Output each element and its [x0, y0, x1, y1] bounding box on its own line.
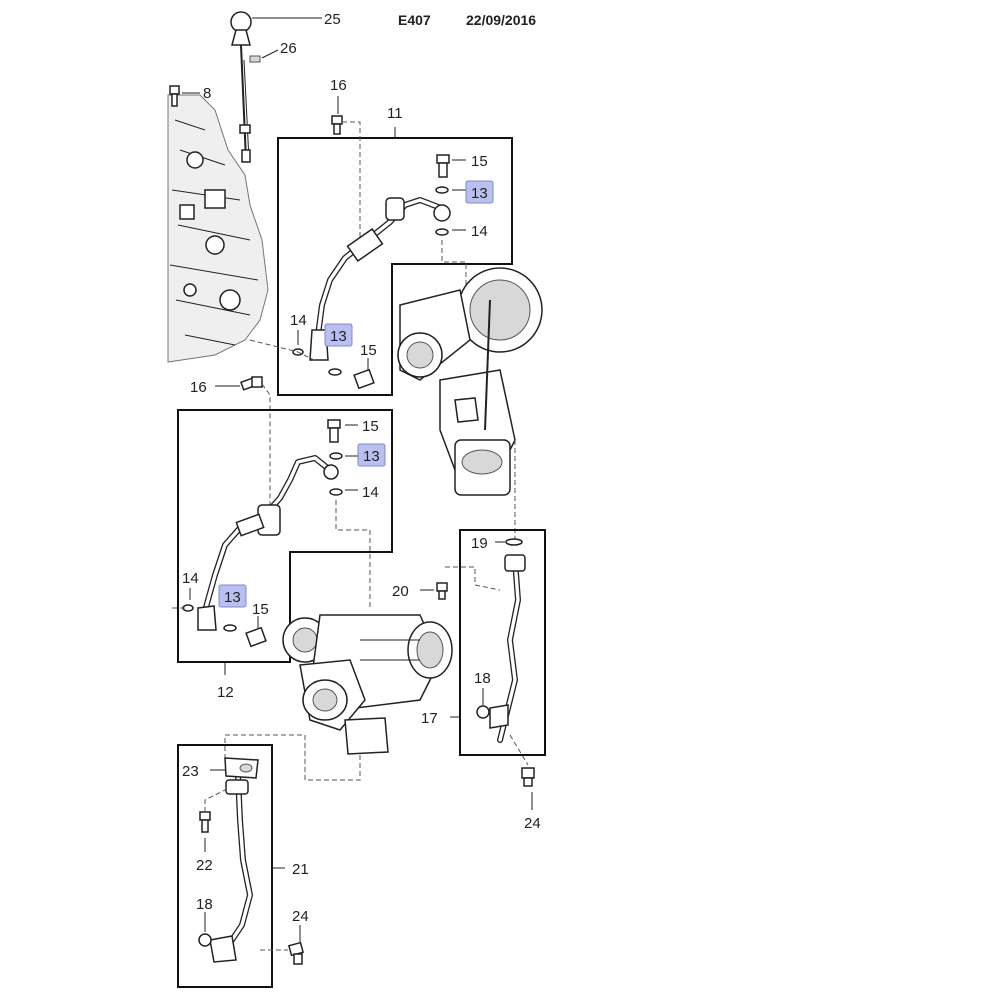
- bolt-15-box12-top: [327, 419, 341, 443]
- callout-20: 20: [392, 583, 409, 600]
- bolt-15-box12-bottom: [245, 626, 267, 648]
- highlight-13-a: [465, 180, 494, 204]
- bolt-8: [169, 85, 180, 107]
- callout-8: 8: [203, 85, 211, 102]
- bolt-22: [199, 811, 211, 833]
- callout-23: 23: [182, 763, 199, 780]
- washer-14-box11-top: [435, 228, 449, 236]
- callout-13-a: 13: [471, 185, 488, 202]
- oil-feed-pipe-11: [309, 197, 451, 361]
- turbocharger-upper: [397, 267, 543, 496]
- callout-25: 25: [324, 11, 341, 28]
- washer-14-box12-top: [329, 488, 343, 496]
- gasket-18-lower: [198, 933, 212, 947]
- callout-11: 11: [387, 105, 403, 122]
- callout-16-lower: 16: [190, 379, 207, 396]
- engine-block: [167, 94, 269, 363]
- group-box-17: [459, 529, 546, 756]
- oil-feed-pipe-12: [197, 455, 339, 631]
- callout-15-c: 15: [362, 418, 379, 435]
- diagram-code: E407: [398, 12, 431, 28]
- group-box-11: [277, 137, 513, 396]
- washer-13-box11-bottom: [328, 368, 342, 376]
- callout-14-a: 14: [471, 223, 488, 240]
- callout-14-c: 14: [362, 484, 379, 501]
- callout-21: 21: [292, 861, 309, 878]
- highlight-13-b: [324, 323, 353, 347]
- callout-18-lower: 18: [196, 896, 213, 913]
- group-box-21: [177, 744, 273, 988]
- washer-13-box12-bottom: [223, 624, 237, 632]
- highlight-13-d: [218, 584, 247, 608]
- dipstick: [230, 11, 252, 163]
- callout-18-right: 18: [474, 670, 491, 687]
- highlight-13-c: [357, 443, 386, 467]
- oil-return-pipe-21: [209, 757, 259, 963]
- bolt-16-lower: [240, 376, 263, 391]
- bolt-15-box11-top: [436, 154, 450, 178]
- callout-15-d: 15: [252, 601, 269, 618]
- callout-15-a: 15: [471, 153, 488, 170]
- callout-24-lower: 24: [292, 908, 309, 925]
- screw-26: [249, 55, 261, 63]
- group-box-12: [177, 409, 393, 663]
- bolt-15-box11-bottom: [353, 368, 375, 390]
- callout-13-d: 13: [224, 589, 241, 606]
- callout-13-b: 13: [330, 328, 347, 345]
- gasket-18-right: [476, 705, 490, 719]
- callout-15-b: 15: [360, 342, 377, 359]
- callout-16-top: 16: [330, 77, 347, 94]
- callout-26: 26: [280, 40, 297, 57]
- bolt-24-lower: [287, 941, 305, 965]
- callout-19: 19: [471, 535, 488, 552]
- oil-return-pipe-17: [489, 538, 526, 743]
- callout-13-c: 13: [363, 448, 380, 465]
- callout-24-right: 24: [524, 815, 541, 832]
- callout-17: 17: [421, 710, 438, 727]
- diagram-date: 22/09/2016: [466, 12, 537, 28]
- washer-13-box12-top: [329, 452, 343, 460]
- callout-12: 12: [217, 684, 234, 701]
- bolt-24-right: [521, 767, 535, 787]
- washer-13-box11-top: [435, 186, 449, 194]
- callout-14-b: 14: [290, 312, 307, 329]
- bolt-16-top: [331, 115, 343, 135]
- callout-22: 22: [196, 857, 213, 874]
- callout-14-d: 14: [182, 570, 199, 587]
- turbocharger-lower: [282, 614, 453, 755]
- bolt-20: [436, 582, 448, 600]
